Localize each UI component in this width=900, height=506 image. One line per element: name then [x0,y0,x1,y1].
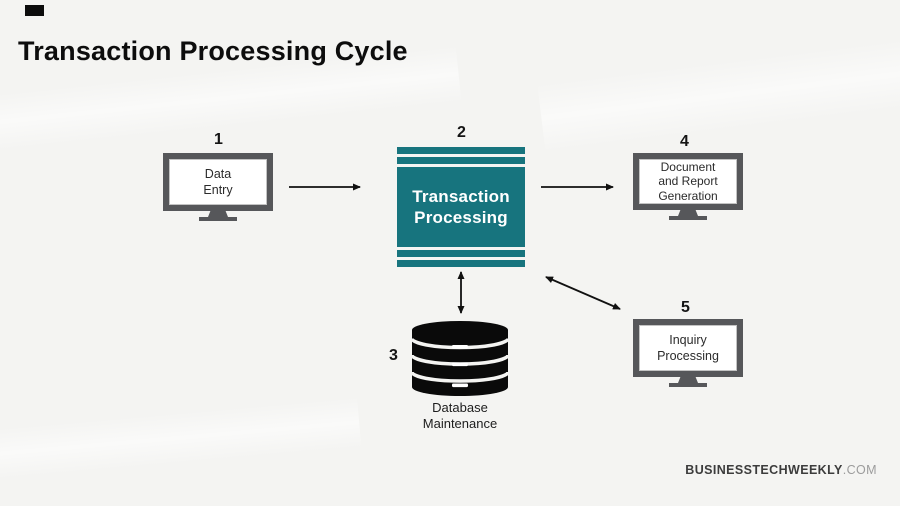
transaction-processing-box: Transaction Processing [397,167,525,247]
node-label-line: Inquiry [669,333,707,347]
node-inquiry-processing: Inquiry Processing [633,319,743,387]
node-label-line: Data [204,167,232,181]
node-label-line: Entry [203,183,233,197]
monitor-icon: Data Entry [163,153,273,211]
background-streak [537,37,900,153]
monitor-stand-neck [678,377,698,383]
monitor-icon: Document and Report Generation [633,153,743,210]
monitor-stand-base [199,217,237,221]
brand-name: BUSINESSTECHWEEKLY [685,463,843,477]
node-label-line: Processing [414,208,508,227]
monitor-icon: Inquiry Processing [633,319,743,377]
branding-watermark: BUSINESSTECHWEEKLY.COM [685,463,877,477]
layer-stripe [397,147,525,154]
corner-mark-decoration [25,5,44,16]
node-data-entry: Data Entry [163,153,273,221]
node-document-report-generation: Document and Report Generation [633,153,743,220]
node-label-line: and Report [658,174,718,189]
step-number-4: 4 [680,133,689,150]
node-transaction-processing: Transaction Processing [397,147,525,267]
arrow-processing-to-inquiry [545,276,621,310]
page-title: Transaction Processing Cycle [18,36,408,66]
layer-stripe [397,157,525,164]
monitor-stand-base [669,216,707,220]
node-label-line: Database [432,400,488,415]
step-number-1: 1 [214,131,223,148]
background-streak [0,396,362,486]
step-number-5: 5 [681,299,690,316]
monitor-stand-base [669,383,707,387]
layer-stripe [397,260,525,267]
node-database-maintenance-label: Database Maintenance [390,400,530,432]
brand-suffix: .COM [842,463,877,477]
step-number-2: 2 [457,124,466,141]
monitor-stand-neck [208,211,228,217]
database-icon [412,321,508,396]
node-label-line: Document [660,159,716,174]
node-label-line: Generation [658,188,718,203]
node-label-line: Transaction [412,187,510,206]
layer-stripe [397,250,525,257]
step-number-3: 3 [389,347,398,364]
node-label-line: Processing [657,349,719,363]
node-label-line: Maintenance [422,416,498,431]
monitor-stand-neck [678,210,698,216]
